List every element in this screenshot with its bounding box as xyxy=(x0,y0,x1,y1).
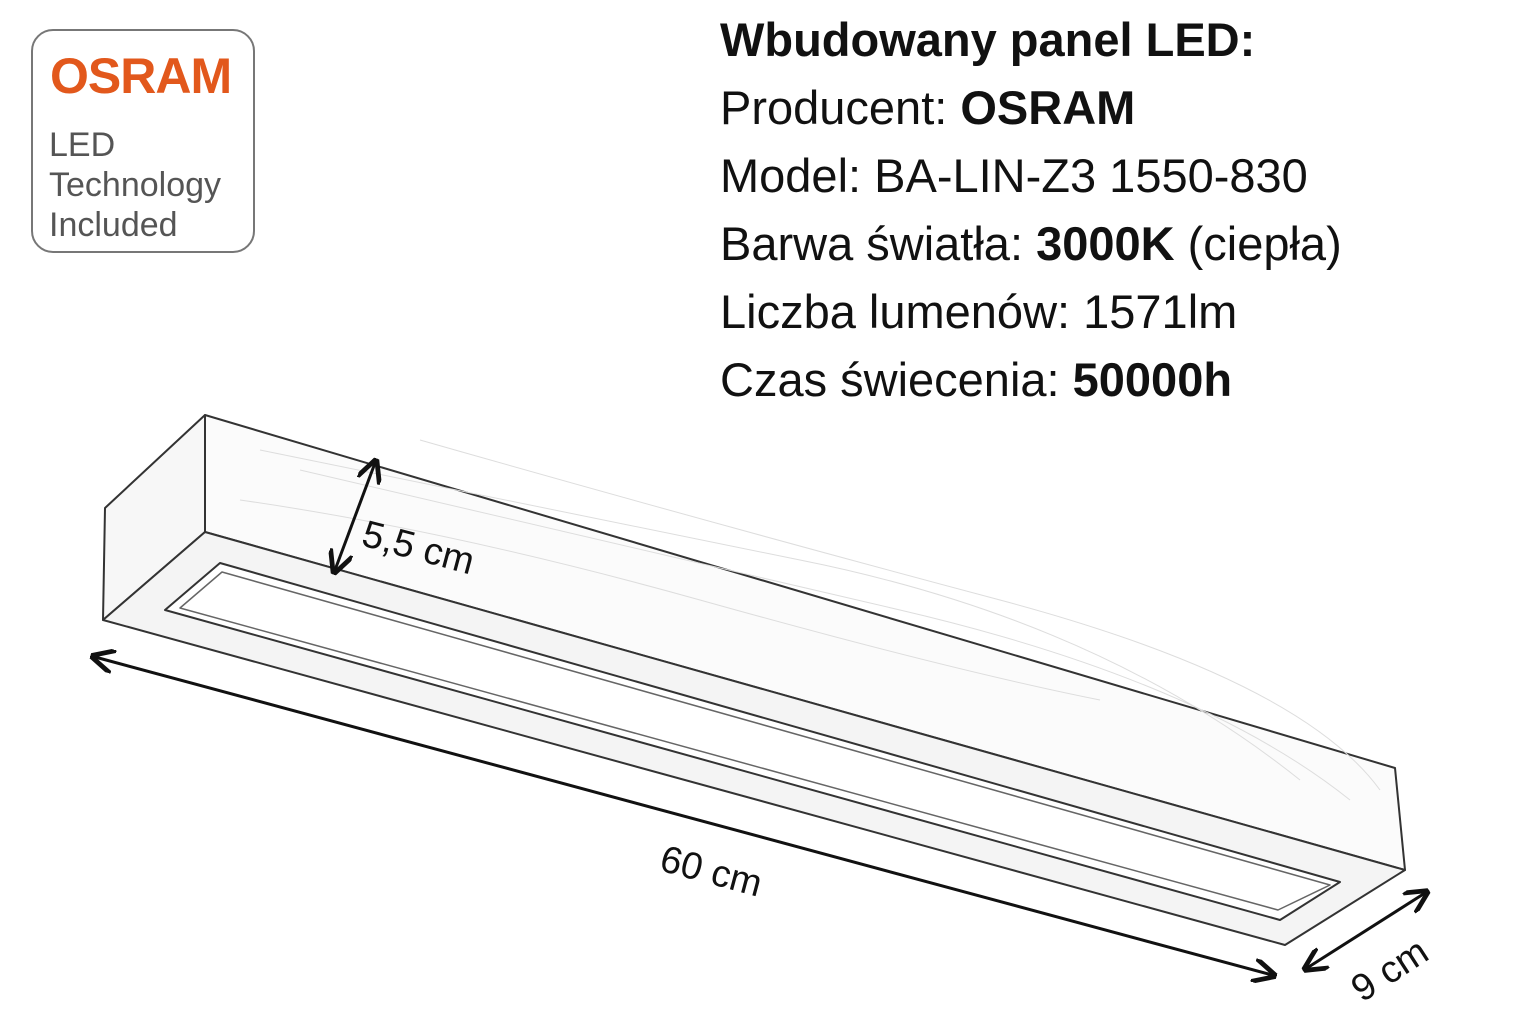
depth-arrow xyxy=(1307,893,1425,968)
spec-label: Czas świecenia: xyxy=(720,353,1073,406)
spec-producer: Producent: OSRAM xyxy=(720,74,1342,142)
spec-value: OSRAM xyxy=(960,81,1136,134)
spec-value: 50000h xyxy=(1072,353,1233,406)
spec-color-temp: Barwa światła: 3000K (ciepła) xyxy=(720,210,1342,278)
badge-caption: LED Technology Included xyxy=(49,125,221,245)
osram-logo: OSRAM xyxy=(50,48,232,104)
spec-value: 1571lm xyxy=(1083,285,1238,338)
led-specs: Wbudowany panel LED: Producent: OSRAM Mo… xyxy=(720,6,1342,414)
spec-lumens: Liczba lumenów: 1571lm xyxy=(720,278,1342,346)
spec-value: 3000K xyxy=(1036,217,1175,270)
height-arrow xyxy=(335,463,375,570)
osram-led-badge: OSRAM LED Technology Included xyxy=(31,29,255,253)
badge-line: Technology xyxy=(49,166,222,204)
spec-model: Model: BA-LIN-Z3 1550-830 xyxy=(720,142,1342,210)
heading-text: Wbudowany panel LED: xyxy=(720,13,1256,66)
spec-label: Producent: xyxy=(720,81,961,134)
spec-lifetime: Czas świecenia: 50000h xyxy=(720,346,1342,414)
depth-label: 9 cm xyxy=(1344,930,1436,1010)
badge-line: Included xyxy=(49,206,178,244)
badge-line: LED xyxy=(49,126,116,164)
length-label: 60 cm xyxy=(656,838,767,905)
length-arrow xyxy=(95,657,1272,975)
specs-heading: Wbudowany panel LED: xyxy=(720,6,1342,74)
spec-label: Barwa światła: xyxy=(720,217,1037,270)
spec-value: BA-LIN-Z3 1550-830 xyxy=(874,149,1308,202)
spec-label: Model: xyxy=(720,149,875,202)
spec-note: (ciepła) xyxy=(1174,217,1342,270)
spec-label: Liczba lumenów: xyxy=(720,285,1084,338)
